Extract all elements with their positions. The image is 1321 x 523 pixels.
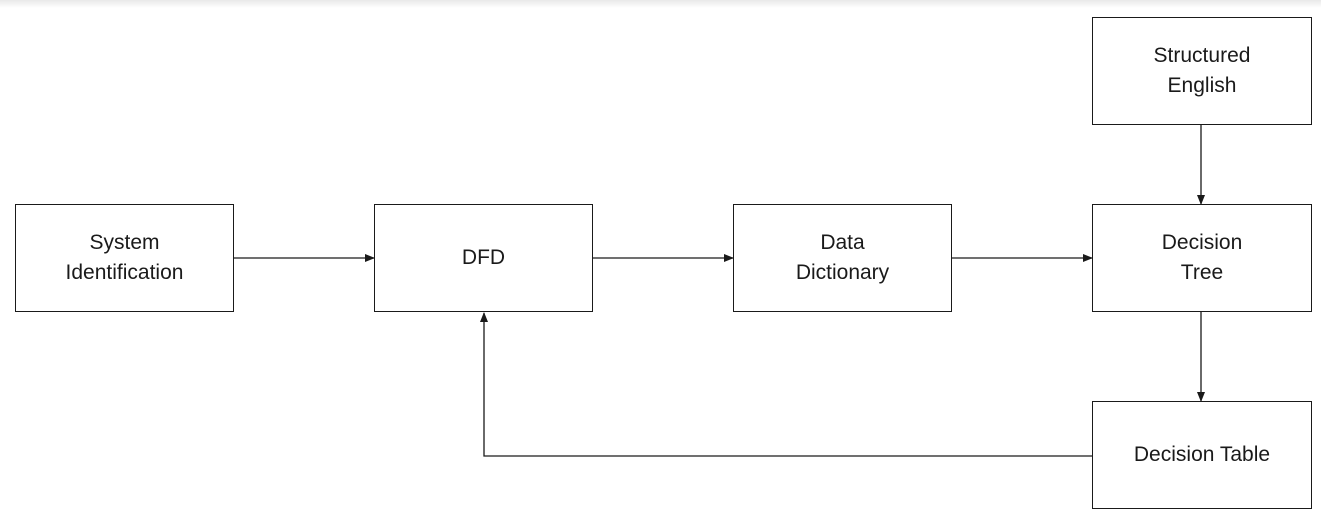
node-data-dictionary: Data Dictionary: [733, 204, 952, 312]
edge-decision-table-to-dfd: [480, 312, 1092, 457]
node-label: DFD: [461, 246, 506, 269]
node-dfd: DFD: [374, 204, 593, 312]
node-system-identification: System Identification: [15, 204, 234, 312]
node-label: System Identification: [65, 231, 184, 284]
node-label: Decision Table: [1133, 443, 1271, 466]
node-structured-english: Structured English: [1092, 17, 1312, 125]
node-decision-table: Decision Table: [1092, 401, 1312, 509]
node-decision-tree: Decision Tree: [1092, 204, 1312, 312]
top-shadow: [0, 0, 1321, 8]
node-label: Structured English: [1153, 44, 1251, 97]
node-label: Decision Tree: [1161, 231, 1243, 284]
node-label: Data Dictionary: [795, 231, 890, 284]
